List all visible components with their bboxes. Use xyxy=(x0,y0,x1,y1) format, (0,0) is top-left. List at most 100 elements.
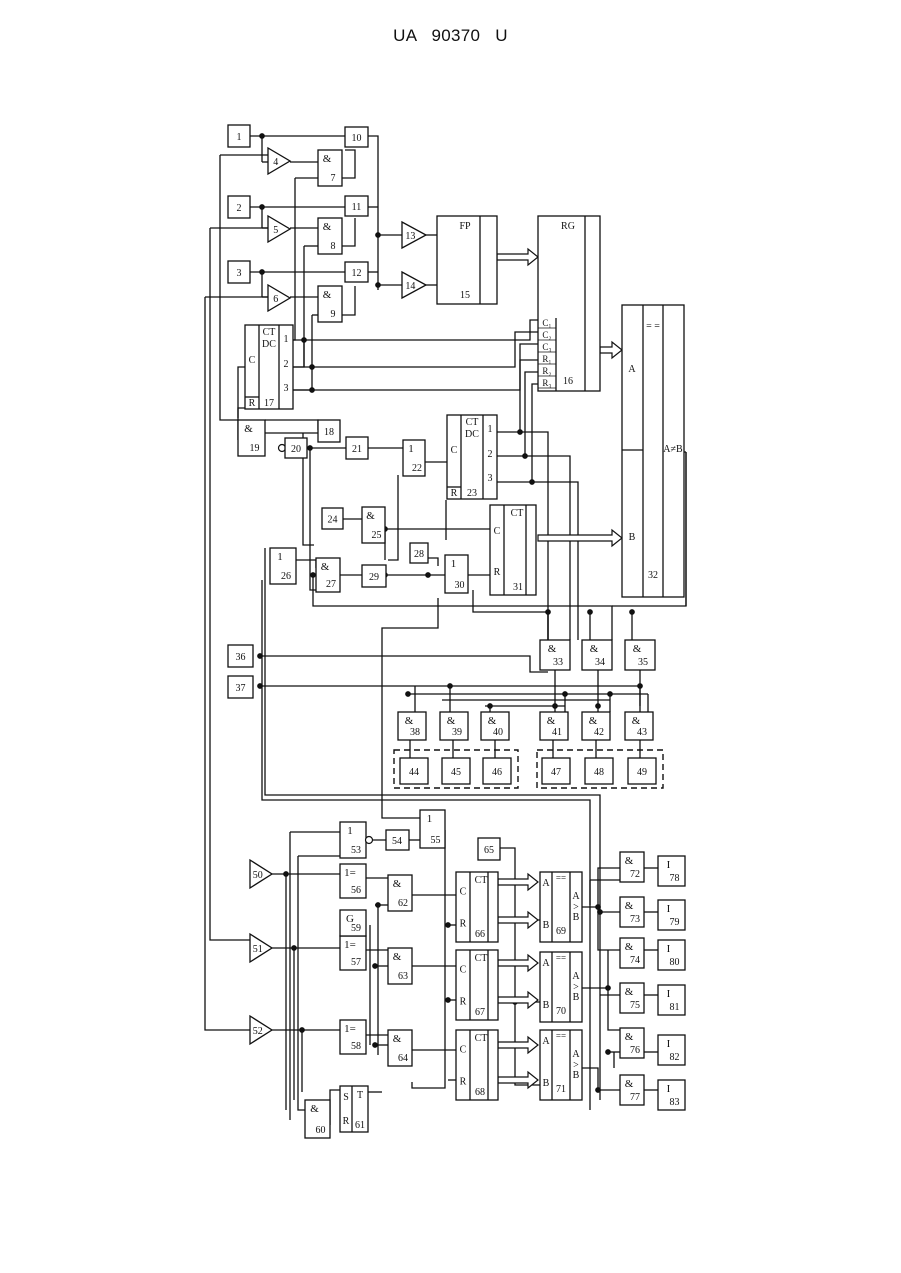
block-16: RGC₁C₂C₃R₁R₂R₃16 xyxy=(538,216,600,391)
block-64: &64 xyxy=(388,1030,412,1066)
wire xyxy=(368,136,378,290)
block-label: 23 xyxy=(467,488,477,499)
junction-dot xyxy=(448,684,452,688)
block-51: 51 xyxy=(250,934,272,962)
junction-dot xyxy=(630,610,634,614)
block-label: & xyxy=(548,643,557,655)
block-label: 1= xyxy=(344,939,356,951)
block-32: = =AA≠BB32 xyxy=(622,305,684,597)
junction-dot xyxy=(284,872,288,876)
block-label: C₂ xyxy=(542,330,551,340)
block-label: I xyxy=(667,1083,671,1095)
block-label: 80 xyxy=(670,957,680,968)
block-label: 73 xyxy=(630,914,640,925)
block-label: 37 xyxy=(236,683,246,694)
block-label: 16 xyxy=(563,376,573,387)
block-label: CT xyxy=(475,1033,488,1044)
block-label: 15 xyxy=(460,290,470,301)
block-label: 72 xyxy=(630,869,640,880)
block-3: 3 xyxy=(228,261,250,283)
block-39: &39 xyxy=(440,712,468,740)
block-81: I81 xyxy=(658,985,685,1015)
junction-dot xyxy=(553,704,557,708)
block-40: &40 xyxy=(481,712,509,740)
bus-arrow xyxy=(498,992,538,1008)
block-label: A xyxy=(628,364,636,375)
block-79: I79 xyxy=(658,900,685,930)
block-label: & xyxy=(366,510,375,522)
block-label: 25 xyxy=(372,530,382,541)
block-label: RG xyxy=(561,221,575,232)
block-label: 38 xyxy=(410,727,420,738)
block-label: C₁ xyxy=(542,318,551,328)
block-34: &34 xyxy=(582,640,612,670)
block-43: &43 xyxy=(625,712,653,740)
block-label: 57 xyxy=(351,957,361,968)
block-label: 42 xyxy=(594,727,604,738)
block-label: I xyxy=(667,988,671,1000)
block-label: C xyxy=(460,886,467,897)
block-label: & xyxy=(625,941,634,953)
block-label: 55 xyxy=(431,835,441,846)
block-label: 67 xyxy=(475,1007,485,1018)
block-10: 10 xyxy=(345,127,368,147)
junction-dot xyxy=(258,684,262,688)
block-label: 1 xyxy=(284,334,289,345)
block-17: CTDCCR17123 xyxy=(245,325,293,409)
block-label: 17 xyxy=(264,398,274,409)
block-15: FP 15 xyxy=(437,216,497,304)
amplifier-outline xyxy=(268,216,290,242)
block-label: 1 xyxy=(277,551,283,563)
block-label: 35 xyxy=(638,657,648,668)
block-label: 11 xyxy=(352,202,362,213)
block-33: &33 xyxy=(540,640,570,670)
block-label: 44 xyxy=(409,767,419,778)
block-label: R xyxy=(460,919,467,930)
wire xyxy=(388,475,398,560)
block-label: 21 xyxy=(352,444,362,455)
junction-dot xyxy=(260,205,264,209)
block-25: & 25 xyxy=(362,507,385,543)
block-49: 49 xyxy=(628,758,656,784)
block-83: I83 xyxy=(658,1080,685,1110)
block-label: R₂ xyxy=(542,366,551,376)
block-label: T xyxy=(357,1090,363,1101)
junction-dot xyxy=(446,923,450,927)
block-label: A≠B xyxy=(663,444,683,455)
blocks: 123456&7&8&91011121314FP15RGC₁C₂C₃R₁R₂R₃… xyxy=(228,125,685,1138)
junction-dot xyxy=(530,480,534,484)
block-label: CT xyxy=(466,417,479,428)
wire xyxy=(265,420,318,430)
block-label: C xyxy=(249,355,256,366)
junction-dot xyxy=(598,910,602,914)
block-48: 48 xyxy=(585,758,613,784)
block-label: 41 xyxy=(552,727,562,738)
block-46: 46 xyxy=(483,758,511,784)
block-label: C xyxy=(460,1044,467,1055)
block-13: 13 xyxy=(402,222,426,248)
block-47: 47 xyxy=(542,758,570,784)
block-label: 50 xyxy=(253,870,263,881)
block-label: 52 xyxy=(253,1026,263,1037)
block-36: 36 xyxy=(228,645,253,667)
block-21: 21 xyxy=(346,437,368,459)
block-label: 78 xyxy=(670,873,680,884)
block-label: 2 xyxy=(488,449,493,460)
block-label: 1 xyxy=(237,132,242,143)
block-label: 28 xyxy=(414,549,424,560)
block-18: 18 xyxy=(318,420,340,442)
block-69: A==A>BB69 xyxy=(540,872,582,942)
inverter-bubble xyxy=(366,837,373,844)
block-label: 48 xyxy=(594,767,604,778)
block-label: FP xyxy=(459,221,471,232)
block-label: 53 xyxy=(351,845,361,856)
block-label: DC xyxy=(465,429,479,440)
junction-dot xyxy=(260,270,264,274)
block-label: R xyxy=(343,1116,350,1127)
block-82: I82 xyxy=(658,1035,685,1065)
block-label: 30 xyxy=(455,580,465,591)
junction-dot xyxy=(373,1043,377,1047)
block-label: C xyxy=(494,526,501,537)
block-44: 44 xyxy=(400,758,428,784)
block-74: &74 xyxy=(620,938,644,968)
